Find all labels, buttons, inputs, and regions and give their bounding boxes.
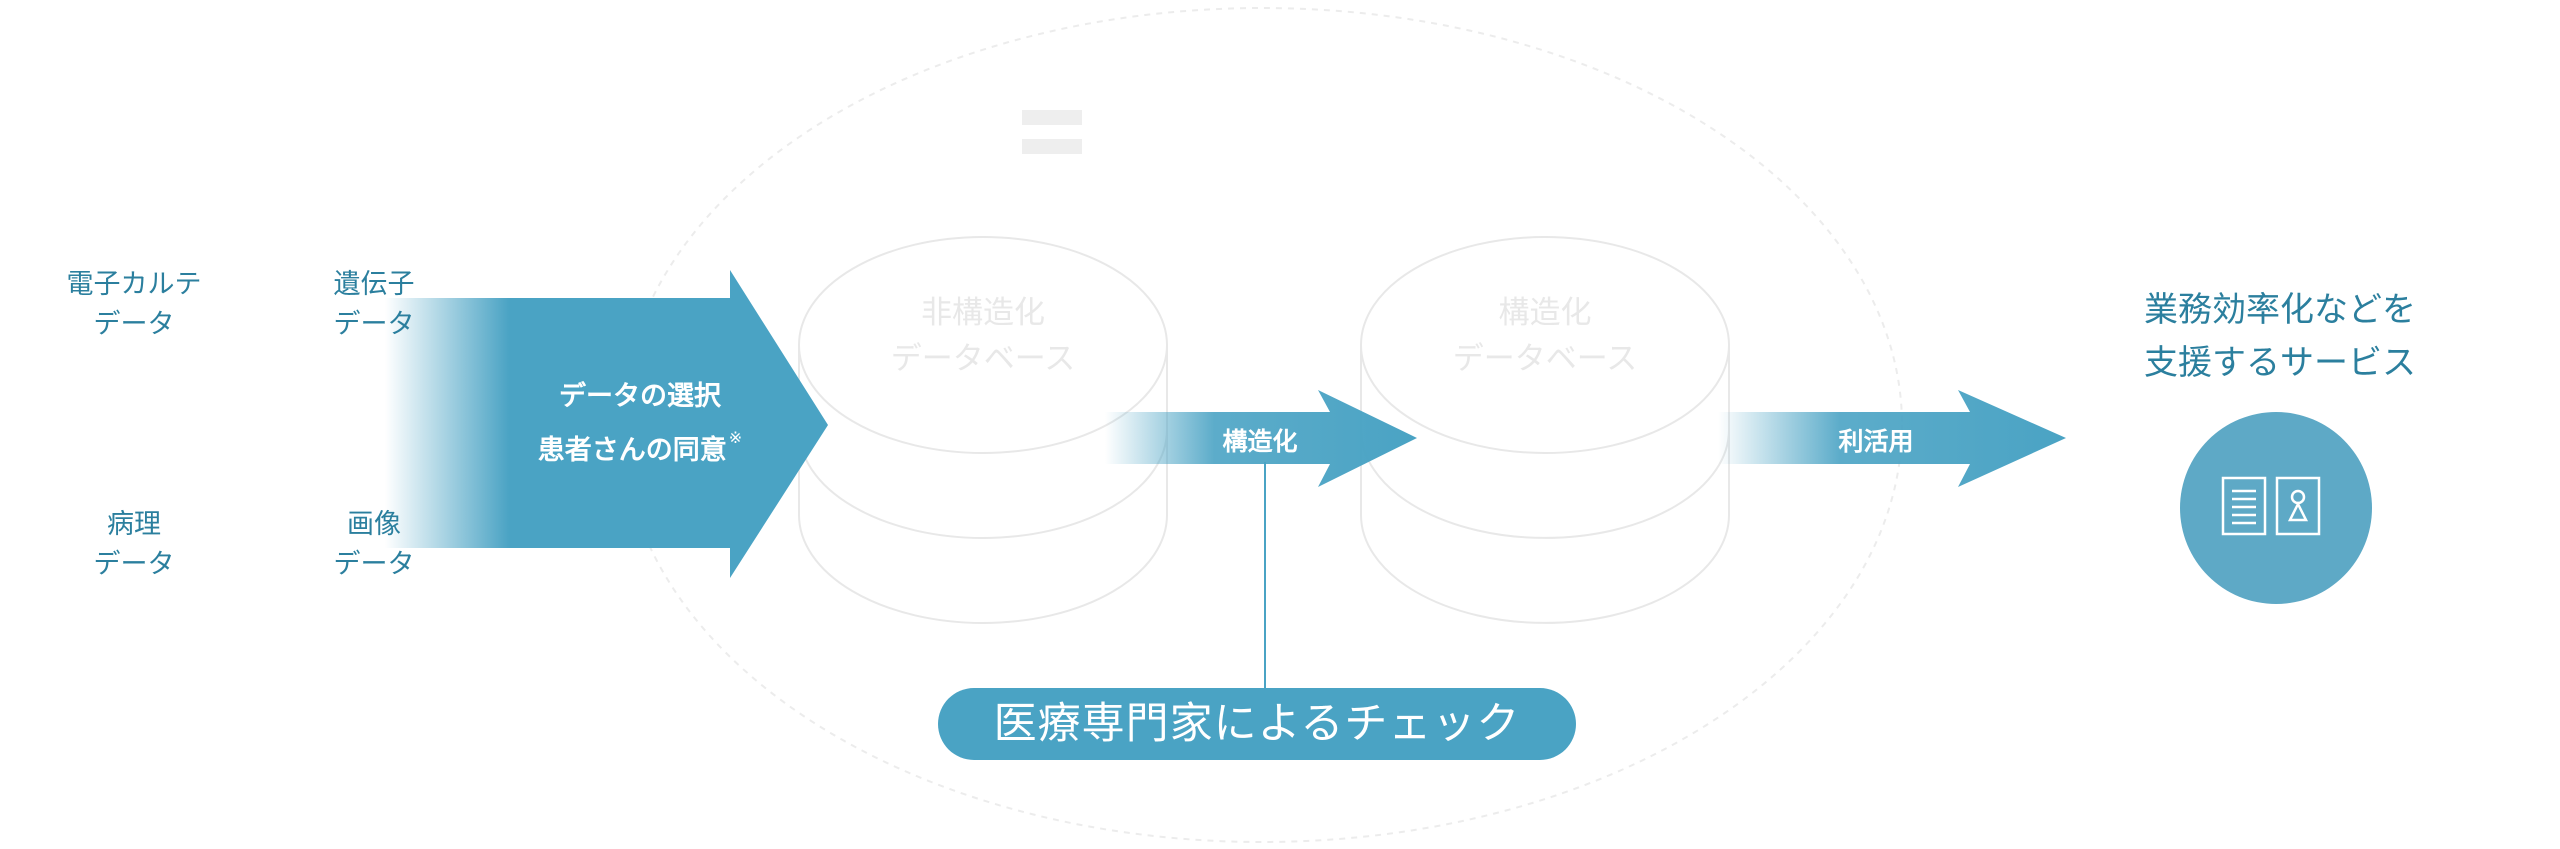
main-arrow-label-consent: 患者さんの同意※ <box>490 428 790 467</box>
db-label-line2: データベース <box>890 341 1076 377</box>
db-label-line2: データベース <box>1452 341 1638 377</box>
source-label-line1: 病理 <box>107 509 161 540</box>
structuring-arrow <box>1105 390 1417 487</box>
equal-sign <box>1022 110 1082 168</box>
equal-bar-bottom <box>1022 139 1082 154</box>
source-label-line2: データ <box>93 549 175 580</box>
db-label-line1: 構造化 <box>1498 295 1592 331</box>
source-label-line2: データ <box>93 309 175 340</box>
structuring-arrow-label: 構造化 <box>1222 427 1298 456</box>
structured-database-label: 構造化 データベース <box>1395 290 1695 382</box>
source-label-line1: 遺伝子 <box>333 269 415 300</box>
source-ehr-data: 電子カルテ データ <box>34 265 234 345</box>
structured-database-cylinder <box>1360 236 1730 624</box>
source-imaging-data: 画像 データ <box>274 505 474 585</box>
equal-bar-top <box>1022 110 1082 125</box>
service-label: 業務効率化などを 支援するサービス <box>2100 284 2460 390</box>
data-selection-arrow <box>385 270 828 578</box>
service-icon-circle <box>2180 412 2372 604</box>
expert-check-badge: 医療専門家によるチェック <box>938 688 1576 760</box>
utilization-arrow <box>1718 390 2066 487</box>
source-label-line2: データ <box>333 309 415 340</box>
source-genomic-data: 遺伝子 データ <box>274 265 474 345</box>
source-label-line1: 電子カルテ <box>66 269 202 300</box>
footnote-mark: ※ <box>728 428 743 447</box>
source-label-line1: 画像 <box>347 509 401 540</box>
service-label-line1: 業務効率化などを <box>2144 290 2416 330</box>
db-label-line1: 非構造化 <box>921 295 1045 331</box>
service-label-line2: 支援するサービス <box>2144 343 2416 383</box>
utilization-arrow-label: 利活用 <box>1838 427 1914 456</box>
unstructured-database-label: 非構造化 データベース <box>833 290 1133 382</box>
consent-text: 患者さんの同意 <box>537 435 727 466</box>
main-arrow-label-selection: データの選択 <box>559 381 721 412</box>
unstructured-database-cylinder <box>798 236 1168 624</box>
source-pathology-data: 病理 データ <box>34 505 234 585</box>
source-label-line2: データ <box>333 549 415 580</box>
